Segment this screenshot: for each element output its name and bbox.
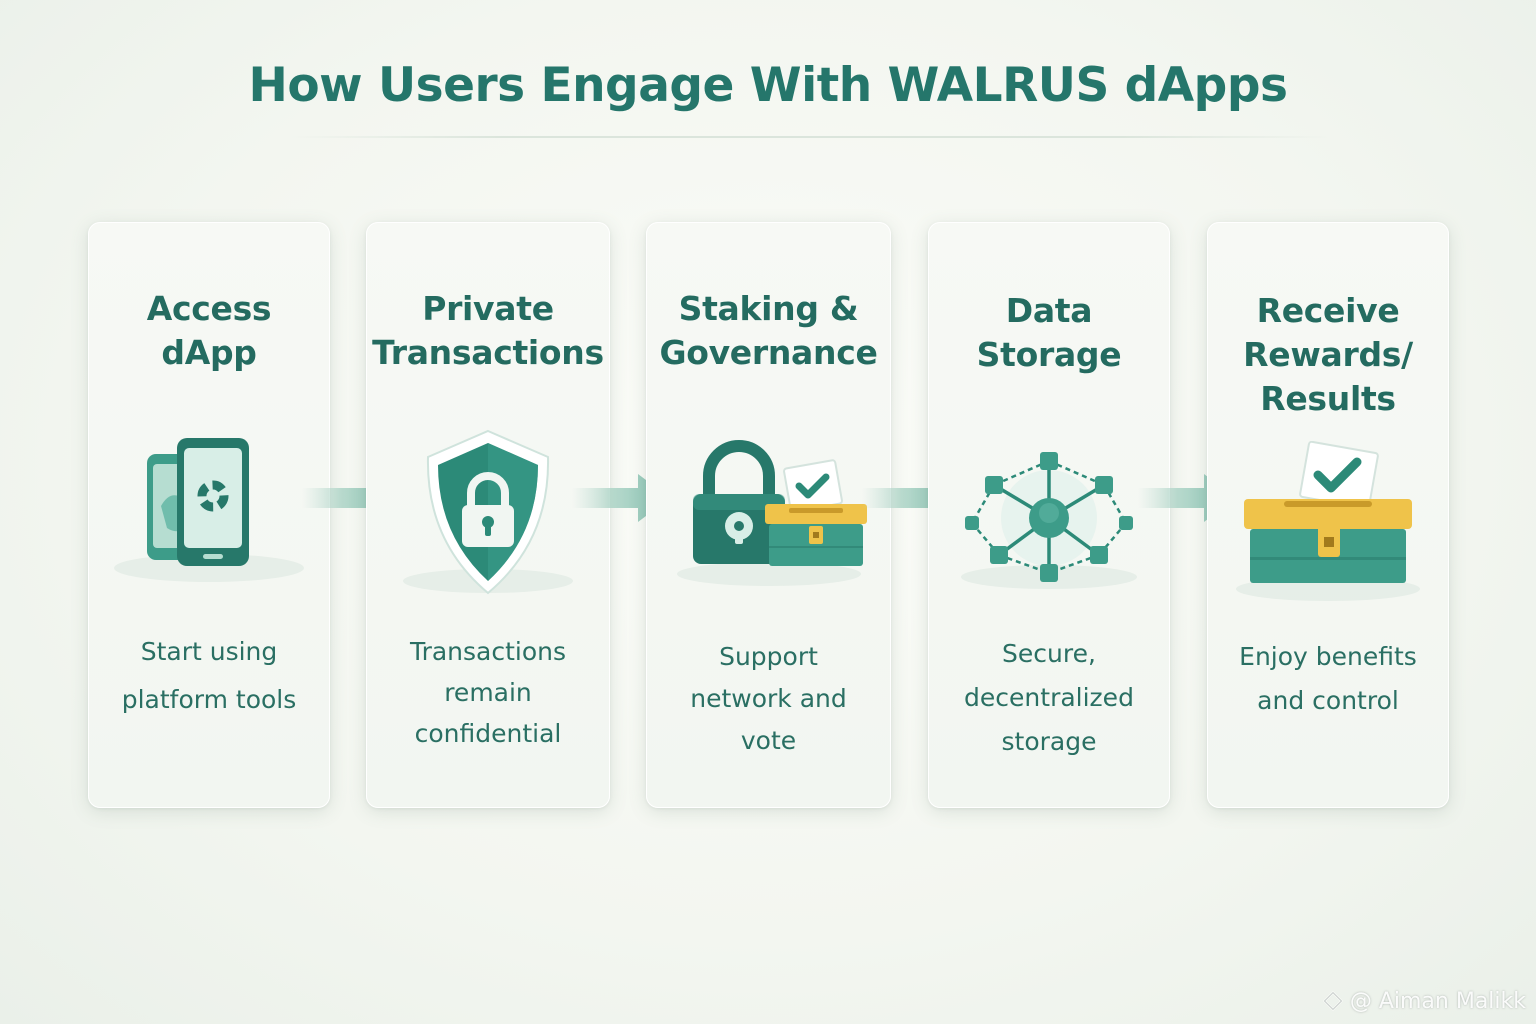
step-card-staking-governance: Staking & Governance Support network and…	[646, 222, 891, 808]
step-title-line: Receive	[1208, 289, 1448, 333]
step-description: Enjoy benefits and control	[1208, 635, 1448, 723]
step-desc-line: remain	[367, 672, 609, 713]
mobile-phones-icon	[89, 428, 329, 598]
page-title: How Users Engage With WALRUS dApps	[0, 58, 1536, 113]
step-title-line: Access	[89, 287, 329, 331]
step-card-receive-rewards: Receive Rewards/ Results Enjoy benefits …	[1207, 222, 1449, 808]
step-desc-line: Enjoy benefits	[1208, 635, 1448, 679]
step-title: Receive Rewards/ Results	[1208, 289, 1448, 421]
step-desc-line: and control	[1208, 679, 1448, 723]
step-desc-line: network and	[647, 678, 890, 720]
step-desc-line: Secure,	[929, 632, 1169, 676]
step-description: Transactions remain confidential	[367, 631, 609, 754]
step-desc-line: decentralized	[929, 676, 1169, 720]
step-description: Support network and vote	[647, 636, 890, 762]
step-card-data-storage: Data Storage	[928, 222, 1170, 808]
step-title: Private Transactions	[367, 287, 609, 375]
step-desc-line: confidential	[367, 713, 609, 754]
step-title-line: dApp	[89, 331, 329, 375]
step-desc-line: storage	[929, 720, 1169, 764]
step-desc-line: vote	[647, 720, 890, 762]
step-title-line: Governance	[647, 331, 890, 375]
step-desc-line: Transactions	[367, 631, 609, 672]
ballot-box-check-icon	[1208, 441, 1448, 611]
step-title: Staking & Governance	[647, 287, 890, 375]
step-desc-line: Start using	[89, 631, 329, 673]
step-desc-line: Support	[647, 636, 890, 678]
step-title-line: Private	[367, 287, 609, 331]
step-title-line: Data	[929, 289, 1169, 333]
diamond-logo-icon	[1320, 988, 1346, 1014]
watermark-text: @ Aiman Malikk	[1350, 989, 1526, 1014]
title-divider	[290, 136, 1330, 138]
step-card-access-dapp: Access dApp Start using platform tools	[88, 222, 330, 808]
step-title-line: Storage	[929, 333, 1169, 377]
step-title: Data Storage	[929, 289, 1169, 377]
step-title-line: Rewards/	[1208, 333, 1448, 377]
watermark: @ Aiman Malikk	[1320, 988, 1526, 1014]
network-nodes-icon	[929, 443, 1169, 613]
step-title: Access dApp	[89, 287, 329, 375]
step-description: Secure, decentralized storage	[929, 632, 1169, 764]
step-title-line: Transactions	[367, 331, 609, 375]
padlock-ballot-box-icon	[647, 428, 890, 598]
step-desc-line: platform tools	[89, 679, 329, 721]
step-title-line: Results	[1208, 377, 1448, 421]
step-description: Start using platform tools	[89, 631, 329, 721]
step-title-line: Staking &	[647, 287, 890, 331]
